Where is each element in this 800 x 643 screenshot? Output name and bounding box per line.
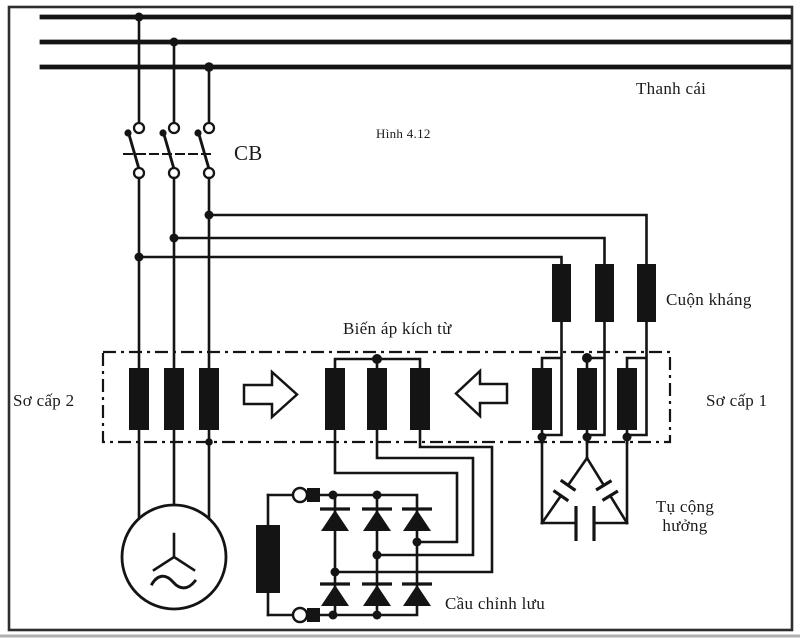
phase-drops [134, 12, 214, 125]
reactor-label: Cuộn kháng [666, 290, 752, 309]
rectifier-label: Cầu chỉnh lưu [445, 594, 545, 613]
capacitor-label-line1: Tụ cộng [655, 497, 715, 516]
breaker-pole [159, 121, 181, 180]
breaker-pole [124, 121, 146, 180]
transformer-enclosure [101, 350, 672, 444]
figure-caption: Hình 4.12 [376, 126, 431, 141]
busbar-label: Thanh cái [636, 79, 707, 98]
busbar-lines [39, 14, 792, 70]
diode [320, 582, 350, 606]
breaker-pole [194, 121, 216, 180]
reactor-feeders [137, 213, 648, 266]
diode [362, 582, 392, 606]
reactor-output-wires [537, 320, 648, 445]
rectifier-bridge [256, 486, 432, 624]
arrow-left [454, 368, 509, 419]
secondary-windings [325, 354, 430, 430]
feeder-verticals [134, 176, 214, 370]
primary1-windings [532, 368, 637, 430]
breaker-label: CB [234, 141, 263, 165]
field-winding [256, 493, 280, 617]
capacitor-label-line2: hưởng [662, 516, 708, 535]
primary2-windings [129, 368, 219, 521]
diode [362, 507, 392, 531]
arrow-right [242, 369, 299, 420]
circuit-breaker [123, 121, 216, 180]
diode [320, 507, 350, 531]
primary2-label: Sơ cấp 2 [13, 391, 75, 410]
generator-symbol [120, 503, 228, 611]
diode [402, 507, 432, 531]
diode [402, 582, 432, 606]
dc-terminal-top [266, 486, 320, 504]
dc-terminal-bottom [266, 606, 320, 624]
secondary-routing-wires [333, 428, 494, 574]
transformer-label: Biến áp kích từ [343, 319, 452, 338]
reactor-coils [552, 264, 656, 322]
primary1-label: Sơ cấp 1 [706, 391, 768, 410]
capacitor-bank [540, 441, 629, 541]
figure-frame [0, 5, 800, 638]
capacitor-label: Tụ cộng hưởng [630, 497, 740, 535]
